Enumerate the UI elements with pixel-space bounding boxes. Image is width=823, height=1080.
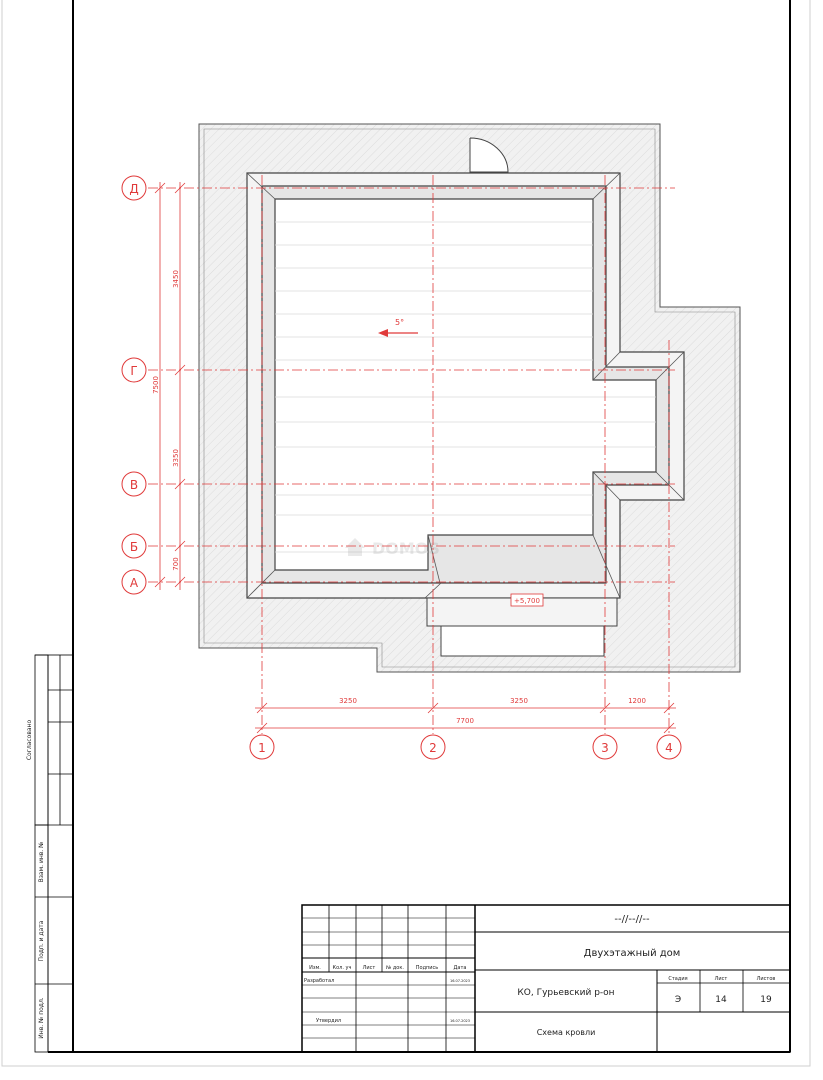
grid-row-Б: Б	[121, 533, 147, 559]
row-developed: Разработал	[304, 978, 334, 984]
title-code: --//--//--	[614, 914, 650, 925]
stage-header: Стадия	[668, 976, 687, 982]
hdr-kol: Кол. уч	[333, 965, 352, 971]
row-developed-date: 16.07.2023	[450, 979, 470, 983]
title-sheet-name: Схема кровли	[537, 1028, 596, 1037]
hdr-sign: Подпись	[416, 965, 439, 971]
sheet-value: 14	[715, 995, 727, 1005]
grid-row-label: А	[130, 576, 139, 590]
grid-row-label: В	[130, 478, 138, 492]
roof-hatch-door	[469, 137, 509, 173]
grid-row-label: Б	[130, 540, 138, 554]
slope-arrow: 5°	[378, 318, 418, 337]
slope-label: 5°	[395, 318, 404, 327]
side-stamp-sign-date: Подп. и дата	[38, 920, 45, 961]
hdr-date: Дата	[454, 965, 467, 971]
horizontal-dimensions	[255, 702, 676, 734]
grid-row-А: А	[121, 569, 147, 595]
grid-col-2: 2	[420, 734, 446, 760]
title-location: КО, Гурьевский р-он	[517, 988, 614, 998]
grid-row-Д: Д	[121, 175, 147, 201]
grid-col-label: 3	[601, 741, 609, 755]
hdr-izm: Изм.	[309, 965, 321, 971]
sheets-value: 19	[760, 995, 772, 1005]
grid-col-3: 3	[592, 734, 618, 760]
side-stamp-inv-replace: Взам. инв. №	[38, 842, 45, 883]
grid-row-В: В	[121, 471, 147, 497]
hdr-list: Лист	[363, 965, 376, 971]
grid-col-label: 2	[429, 741, 437, 755]
title-project: Двухэтажный дом	[584, 948, 681, 959]
stage-value: Э	[675, 995, 681, 1005]
side-stamp-inv-orig: Инв. № подл.	[38, 997, 45, 1038]
sheets-header: Листов	[757, 976, 776, 982]
grid-row-bubbles: Д Г В Б А	[121, 175, 147, 595]
canopy-inner	[440, 625, 605, 657]
dim-h-3250-b: 3250	[510, 697, 528, 705]
dim-v-3350: 3350	[172, 449, 180, 467]
grid-row-label: Г	[130, 364, 137, 378]
vertical-dimensions	[154, 182, 186, 590]
watermark-text: DOMOS	[372, 539, 440, 558]
side-stamp	[34, 654, 74, 1053]
dim-v-700: 700	[172, 557, 180, 570]
dim-v-7500: 7500	[152, 376, 160, 394]
dim-h-7700: 7700	[456, 717, 474, 725]
side-stamp-agreed: Согласовано	[26, 720, 33, 761]
sheet-border	[1, 0, 811, 1067]
level-mark: +5,700	[514, 597, 540, 605]
grid-row-Г: Г	[121, 357, 147, 383]
roof-eaves-inner-line	[203, 128, 736, 668]
title-block	[301, 904, 791, 1053]
row-approved-date: 16.07.2023	[450, 1019, 470, 1023]
grid-col-4: 4	[656, 734, 682, 760]
roofing-lines	[275, 221, 656, 553]
grid-col-1: 1	[249, 734, 275, 760]
grid-col-bubbles: 1 2 3 4	[249, 734, 682, 760]
level-mark-box	[510, 593, 544, 607]
watermark: DOMOS	[345, 538, 440, 558]
grid-row-label: Д	[129, 182, 138, 196]
grid-axes	[148, 175, 675, 734]
dim-h-1200: 1200	[628, 697, 646, 705]
row-approved: Утвердил	[316, 1018, 341, 1024]
sheet-header: Лист	[715, 976, 728, 982]
grid-col-label: 1	[258, 741, 266, 755]
hdr-ndoc: № док.	[386, 965, 404, 971]
grid-col-label: 4	[665, 741, 673, 755]
dim-h-3250-a: 3250	[339, 697, 357, 705]
dim-v-3450: 3450	[172, 270, 180, 288]
